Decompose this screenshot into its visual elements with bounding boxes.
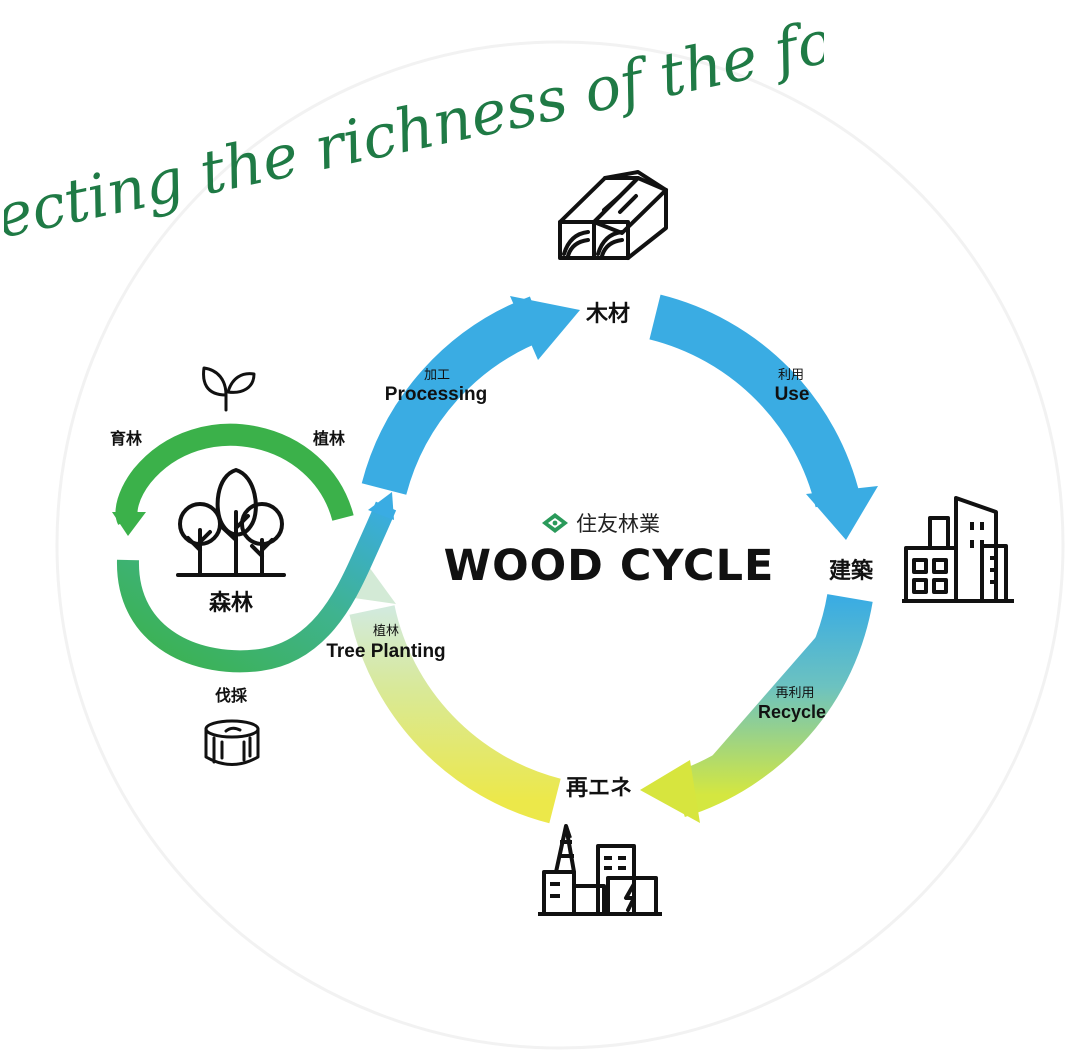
tagline: Protecting the richness of the forest (4, 0, 824, 240)
node-forest-label: 森林 (208, 591, 254, 616)
nurture-label: 育林 (109, 429, 143, 448)
use-en-label: Use (774, 384, 810, 405)
buildings-icon (902, 496, 1014, 603)
tagline-text: Protecting the richness of the forest (4, 0, 824, 240)
harvest-label: 伐採 (214, 686, 248, 705)
use-arrow (649, 294, 878, 540)
node-wood-label: 木材 (585, 302, 631, 327)
diagram-title: WOOD CYCLE (443, 541, 775, 591)
processing-en-label: Processing (384, 384, 488, 405)
lumber-icon (558, 170, 668, 260)
trees-icon (176, 468, 286, 577)
node-renewable-label: 再エネ (565, 776, 633, 801)
planting-label: 植林 (312, 429, 346, 448)
log-stump-icon (204, 719, 260, 766)
tree-planting-en-label: Tree Planting (326, 641, 446, 662)
forest-loop-arrow (112, 423, 397, 673)
brand-name: 住友林業 (576, 512, 660, 536)
recycle-jp-label: 再利用 (775, 686, 815, 701)
power-plant-icon (538, 824, 662, 916)
node-building-label: 建築 (828, 559, 874, 584)
tree-planting-arrow (340, 560, 561, 824)
sprout-icon (202, 366, 256, 412)
brand: 住友林業 (540, 508, 660, 538)
processing-arrow (361, 296, 580, 496)
recycle-en-label: Recycle (757, 702, 827, 722)
tree-planting-jp-label: 植林 (372, 624, 400, 639)
use-jp-label: 利用 (777, 368, 805, 383)
processing-jp-label: 加工 (423, 368, 451, 383)
brand-logo-icon (542, 513, 568, 533)
background-ring (55, 40, 1065, 1050)
recycle-arrow (640, 593, 873, 823)
